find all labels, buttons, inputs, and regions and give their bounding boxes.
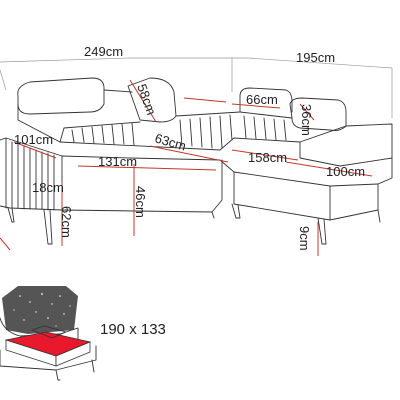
label-chaise-depth: 100cm — [326, 164, 365, 179]
sofa-outline — [0, 77, 393, 245]
label-leg-height: 9cm — [297, 226, 312, 251]
label-chaise-seat-width: 158cm — [248, 150, 287, 165]
label-headrest-width: 66cm — [246, 92, 278, 107]
label-chaise-back-depth: 36cm — [299, 104, 314, 136]
label-seat-depth: 63cm — [153, 130, 188, 153]
label-corner-width: 195cm — [296, 50, 335, 65]
top-dimension-guides — [0, 57, 393, 118]
bed-fabric-sparkles — [13, 293, 71, 327]
dimension-labels: 249cm 195cm 58cm 66cm 36cm 101cm 63cm 13… — [14, 44, 365, 251]
dimension-lines — [0, 79, 373, 256]
armrest-stitching — [11, 141, 55, 211]
label-armrest-depth: 101cm — [14, 132, 53, 147]
backrest-stitching — [71, 114, 287, 149]
label-total-width: 249cm — [84, 44, 123, 59]
label-armrest-height: 18cm — [32, 180, 64, 195]
label-seat-height: 46cm — [133, 186, 148, 218]
bed-fabric-backdrop — [2, 286, 78, 334]
bed-size-label: 190 x 133 — [100, 321, 166, 338]
label-backrest-height: 58cm — [134, 82, 159, 117]
bed-illustration: 190 x 133 — [0, 286, 166, 381]
label-seat-width: 131cm — [98, 154, 137, 169]
label-total-height: 62cm — [59, 206, 74, 238]
